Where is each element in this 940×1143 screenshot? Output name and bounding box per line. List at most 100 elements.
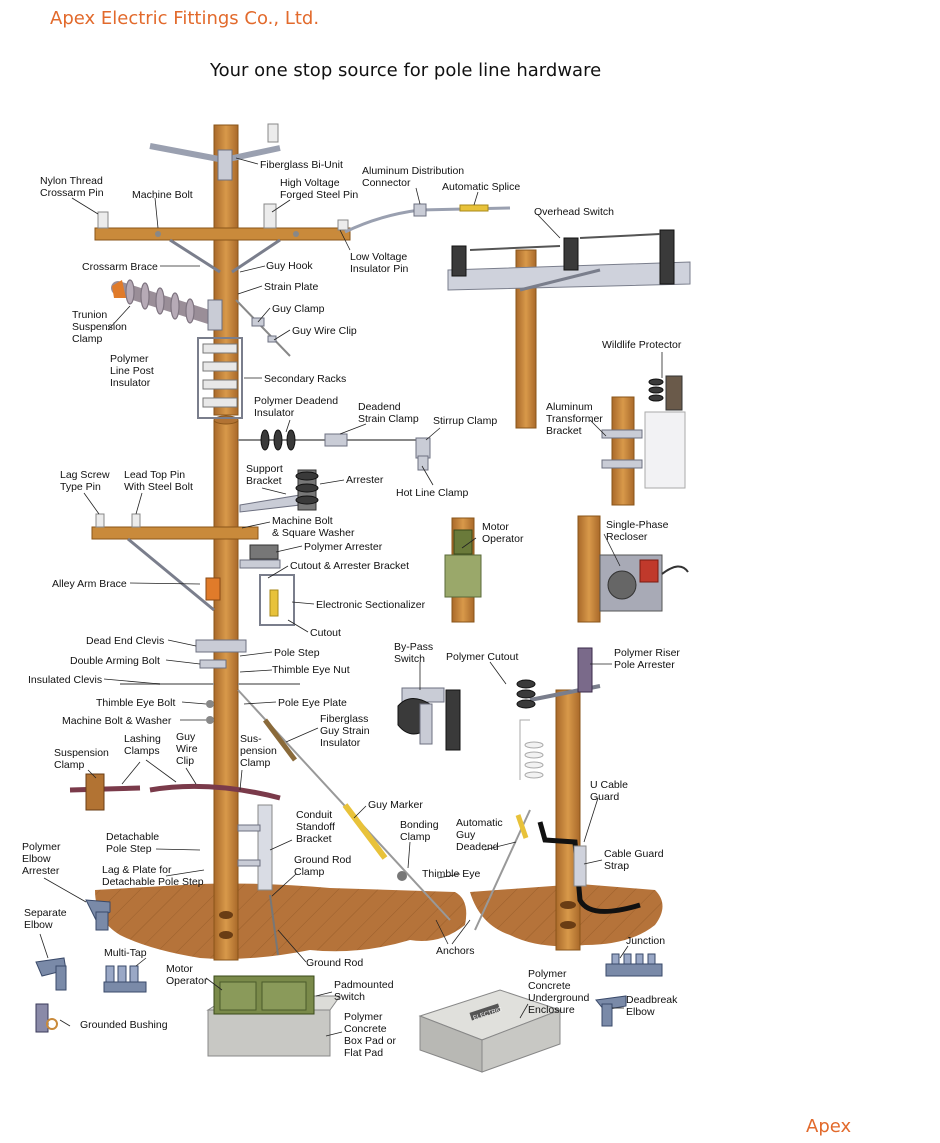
label-anchors: Anchors: [436, 945, 475, 957]
support-bracket-arrester: [239, 469, 319, 513]
label-mb-square-2: & Square Washer: [272, 527, 355, 539]
label-auto-guy-2: Guy: [456, 829, 476, 841]
label-guy-wire-clip: Guy Wire Clip: [292, 325, 357, 337]
label-al-dist-2: Connector: [362, 177, 411, 189]
label-pcue-4: Enclosure: [528, 1004, 575, 1016]
label-cutout: Cutout: [310, 627, 341, 639]
label-deadbreak-1: Deadbreak: [626, 994, 678, 1006]
label-poly-dead-1: Polymer Deadend: [254, 395, 338, 407]
label-lag-screw-2: Type Pin: [60, 481, 101, 493]
cutout-assembly: [205, 544, 295, 626]
lower-crossarm: [91, 513, 259, 612]
label-ground-rod-clamp-1: Ground Rod: [294, 854, 351, 866]
label-dead-strain-1: Deadend: [358, 401, 401, 413]
label-pcue-2: Concrete: [528, 980, 571, 992]
label-dead-strain-2: Strain Clamp: [358, 413, 419, 425]
ground-rod: [269, 894, 279, 956]
label-al-trans-3: Bracket: [546, 425, 582, 437]
footer-brand: Apex: [806, 1116, 852, 1137]
grounded-bushing: [35, 1003, 58, 1033]
label-conduit-1: Conduit: [296, 809, 332, 821]
riser-pole: [516, 647, 641, 951]
label-pcue-3: Underground: [528, 992, 589, 1004]
label-auto-guy-1: Automatic: [456, 817, 503, 829]
label-poly-dead-2: Insulator: [254, 407, 295, 419]
label-conduit-2: Standoff: [296, 821, 335, 833]
label-u-cable-2: Guard: [590, 791, 619, 803]
label-guy-wire-clip2-1: Guy: [176, 731, 196, 743]
label-cable-guard-2: Strap: [604, 860, 629, 872]
leader-lines: [39, 157, 663, 1037]
fiberglass-bi-unit: [149, 123, 281, 181]
label-pcbp-2: Concrete: [344, 1023, 387, 1035]
label-double-arming-bolt: Double Arming Bolt: [70, 655, 160, 667]
by-pass-switch: [397, 687, 461, 751]
label-bypass-1: By-Pass: [394, 641, 433, 653]
top-crossarm: [94, 203, 351, 274]
label-alley-arm-brace: Alley Arm Brace: [52, 578, 127, 590]
label-poly-elbow-2: Elbow: [22, 853, 51, 865]
label-stirrup-clamp: Stirrup Clamp: [433, 415, 497, 427]
label-suspension-clamp2-2: pension: [240, 745, 277, 757]
polymer-elbow-arrester: [85, 899, 111, 931]
label-nylon-thread-1: Nylon Thread: [40, 175, 103, 187]
automatic-guy-deadend: [474, 809, 531, 931]
label-auto-splice: Automatic Splice: [442, 181, 520, 193]
label-guy-wire-clip2-2: Wire: [176, 743, 198, 755]
label-hot-line-clamp: Hot Line Clamp: [396, 487, 469, 499]
label-poly-elbow-1: Polymer: [22, 841, 61, 853]
overhead-switch-pole: [447, 229, 691, 429]
label-poly-lpi-2: Line Post: [110, 365, 154, 377]
label-susp-clamp-1: Suspension: [54, 747, 109, 759]
label-pcbp-3: Box Pad or: [344, 1035, 396, 1047]
label-fg-strain-1: Fiberglass: [320, 713, 368, 725]
label-cutout-arrester-bracket: Cutout & Arrester Bracket: [290, 560, 409, 572]
label-suspension-clamp2-3: Clamp: [240, 757, 271, 769]
label-motor-op2-2: Operator: [166, 975, 208, 987]
label-detach-2: Pole Step: [106, 843, 152, 855]
label-lead-top-2: With Steel Bolt: [124, 481, 193, 493]
label-padmount-2: Switch: [334, 991, 365, 1003]
label-grounded-bushing: Grounded Bushing: [80, 1019, 168, 1031]
label-insulated-clevis: Insulated Clevis: [28, 674, 102, 686]
label-auto-guy-3: Deadend: [456, 841, 499, 853]
label-motor-op-1: Motor: [482, 521, 509, 533]
label-multi-tap: Multi-Tap: [104, 947, 147, 959]
label-al-trans-2: Transformer: [546, 413, 603, 425]
label-support-bracket-2: Bracket: [246, 475, 282, 487]
label-lag-plate-1: Lag & Plate for: [102, 864, 172, 876]
label-lv-pin-1: Low Voltage: [350, 251, 407, 263]
junction: [605, 953, 663, 977]
label-poly-lpi-1: Polymer: [110, 353, 149, 365]
label-mb-square-1: Machine Bolt: [272, 515, 333, 527]
label-conduit-3: Bracket: [296, 833, 332, 845]
multi-tap: [103, 965, 147, 993]
label-pole-eye-plate: Pole Eye Plate: [278, 697, 347, 709]
label-thimble-eye-bolt: Thimble Eye Bolt: [96, 697, 175, 709]
label-trunion-2: Suspension: [72, 321, 127, 333]
underground-enclosure: ELECTRIC: [418, 989, 562, 1073]
label-poly-elbow-3: Arrester: [22, 865, 60, 877]
label-junction: Junction: [626, 935, 665, 947]
label-al-dist-1: Aluminum Distribution: [362, 165, 464, 177]
label-thimble-eye: Thimble Eye: [422, 868, 481, 880]
label-fg-strain-3: Insulator: [320, 737, 361, 749]
label-lashing-1: Lashing: [124, 733, 161, 745]
label-susp-clamp-2: Clamp: [54, 759, 85, 771]
label-guy-marker: Guy Marker: [368, 799, 423, 811]
label-fg-strain-2: Guy Strain: [320, 725, 370, 737]
label-crossarm-brace: Crossarm Brace: [82, 261, 158, 273]
label-support-bracket-1: Support: [246, 463, 283, 475]
label-separate-2: Elbow: [24, 919, 53, 931]
motor-operator-pole: [444, 517, 482, 623]
label-guy-clamp: Guy Clamp: [272, 303, 325, 315]
label-riser-1: Polymer Riser: [614, 647, 680, 659]
label-thimble-eye-nut: Thimble Eye Nut: [272, 664, 350, 676]
guy-wire-assembly: [237, 689, 451, 921]
label-cable-guard-1: Cable Guard: [604, 848, 664, 860]
padmounted-switch: [206, 975, 341, 1057]
label-detach-1: Detachable: [106, 831, 159, 843]
label-fiberglass-bi-unit: Fiberglass Bi-Unit: [260, 159, 343, 171]
label-guy-wire-clip2-3: Clip: [176, 755, 194, 767]
